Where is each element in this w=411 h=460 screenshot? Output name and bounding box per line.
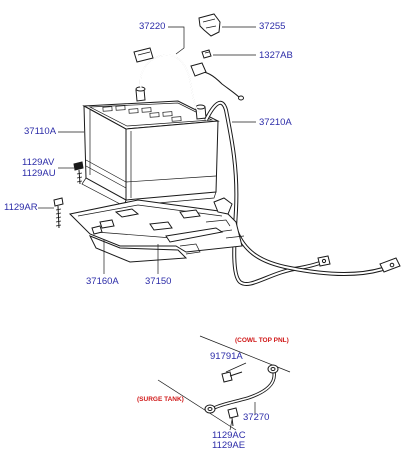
- label-1129ae: 1129AE: [212, 440, 246, 451]
- ground-strap-assembly: [157, 335, 291, 431]
- note-surge-tank: (SURGE TANK): [137, 396, 184, 403]
- label-1129au: 1129AU: [22, 168, 56, 179]
- clip-nut: [201, 49, 212, 59]
- terminal-cover: [198, 13, 221, 37]
- label-37270: 37270: [243, 412, 270, 423]
- cable-positive: [133, 47, 201, 113]
- label-37255: 37255: [259, 21, 286, 32]
- battery: [81, 86, 220, 207]
- cable-negative: [190, 62, 401, 286]
- label-37220: 37220: [139, 21, 166, 32]
- bolt-hold-down: [73, 161, 84, 185]
- note-cowl-top-panel: (COWL TOP PNL): [235, 337, 289, 344]
- label-1129av: 1129AV: [22, 157, 55, 168]
- label-1327ab: 1327AB: [259, 50, 293, 61]
- label-37150: 37150: [145, 276, 172, 287]
- bolt-tray: [53, 197, 64, 229]
- leader-lines: [38, 26, 256, 431]
- label-91791a: 91791A: [210, 351, 243, 362]
- label-37210a: 37210A: [259, 117, 292, 128]
- label-1129ac: 1129AC: [212, 430, 246, 441]
- battery-tray: [68, 197, 245, 263]
- label-1129ar: 1129AR: [4, 202, 38, 213]
- label-37110a: 37110A: [24, 126, 57, 137]
- label-37160a: 37160A: [86, 276, 119, 287]
